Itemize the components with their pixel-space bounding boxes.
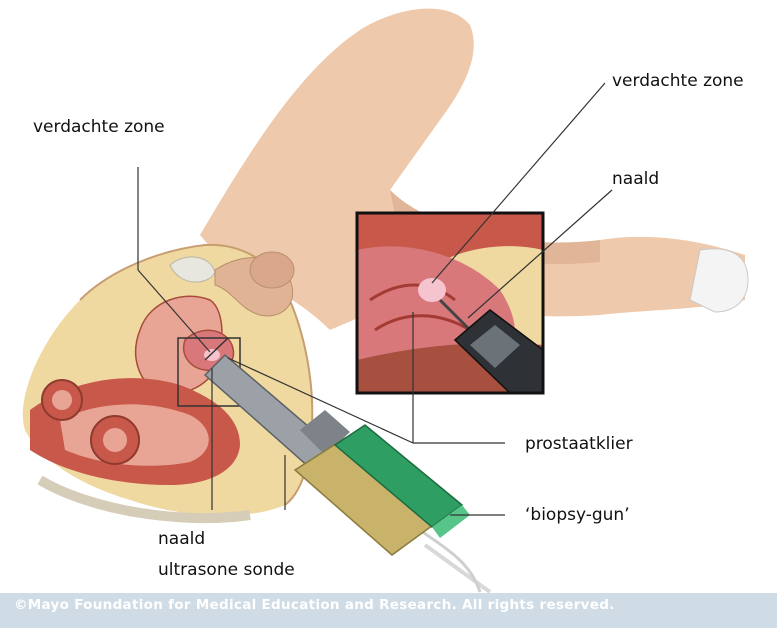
probe-cable — [425, 545, 490, 592]
label-suspect-zone-left: verdachte zone — [33, 117, 165, 137]
label-needle-bottom: naald — [158, 529, 205, 549]
label-prostate: prostaatklier — [525, 434, 633, 454]
bowel-loop-2-inner — [103, 428, 127, 452]
copyright-text: ©Mayo Foundation for Medical Education a… — [14, 597, 615, 613]
scrotum — [250, 252, 294, 288]
label-needle-inset: naald — [612, 169, 659, 189]
label-biopsy-gun: ‘biopsy-gun’ — [525, 505, 630, 525]
bowel-loop-1-inner — [52, 390, 72, 410]
foot-sock — [690, 249, 748, 312]
label-suspect-zone-inset: verdachte zone — [612, 71, 744, 91]
label-ultrasound-probe: ultrasone sonde — [158, 560, 295, 580]
inset-suspect-zone — [418, 278, 446, 302]
